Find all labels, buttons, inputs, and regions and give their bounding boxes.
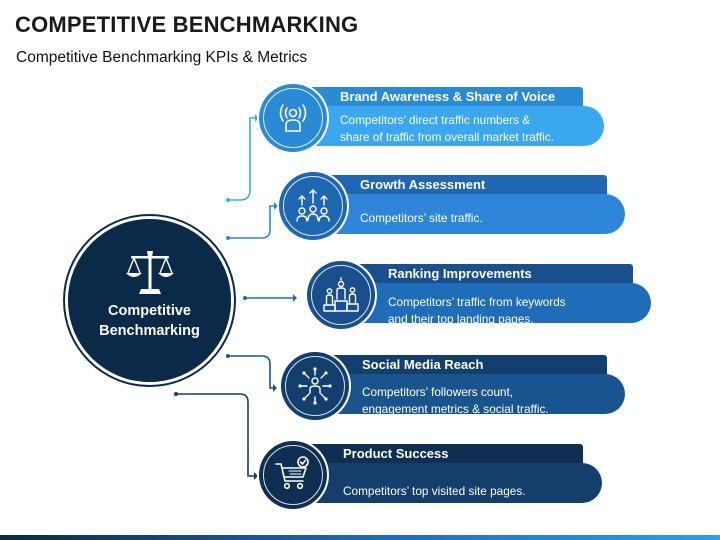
podium-icon: [323, 277, 359, 312]
item-desc-line1: Competitors’ site traffic.: [360, 211, 483, 225]
item-title: Growth Assessment: [360, 177, 486, 192]
item-title: Ranking Improvements: [388, 266, 532, 281]
item-icon-badge: [307, 261, 375, 329]
item-desc-bar: [311, 374, 625, 414]
hub-label-line2: Benchmarking: [99, 323, 200, 339]
item-title: Product Success: [343, 446, 449, 461]
item-title: Social Media Reach: [362, 357, 484, 372]
shopping-cart-check-icon: [275, 456, 309, 490]
item-header-bar: [311, 355, 607, 377]
page-subtitle: Competitive Benchmarking KPIs & Metrics: [16, 49, 308, 66]
scales-icon: [126, 251, 174, 294]
item-icon-badge: [259, 84, 327, 152]
kpi-item-product-success: Product Success Competitors’ top visited…: [259, 441, 604, 511]
item-header-bar: [289, 87, 583, 109]
item-desc-bar: [309, 194, 625, 234]
connector-5: [176, 393, 254, 477]
item-desc-line1: Competitors’ traffic from keywords: [388, 295, 566, 309]
item-desc-line1: Competitors’ top visited site pages.: [343, 484, 526, 498]
kpi-item-brand-awareness: Brand Awareness & Share of Voice Competi…: [259, 84, 604, 154]
item-desc-line2: share of traffic from overall market tra…: [340, 130, 554, 144]
kpi-item-growth-assessment: Growth Assessment Competitors’ site traf…: [279, 172, 629, 242]
item-desc-bar: [289, 106, 604, 146]
item-desc-line1: Competitors’ direct traffic numbers &: [340, 113, 531, 127]
item-icon-badge: [279, 172, 347, 240]
network-person-icon: [298, 367, 332, 405]
item-desc-line2: engagement metrics & social traffic.: [362, 402, 549, 416]
item-icon-badge: [259, 441, 327, 509]
item-desc-line1: Competitors’ followers count,: [362, 385, 514, 399]
item-desc-bar: [337, 283, 651, 323]
group-growth-icon: [296, 189, 330, 222]
item-desc-line2: and their top landing pages.: [388, 312, 534, 326]
item-header-bar: [289, 444, 583, 466]
connector-1: [228, 117, 255, 201]
item-icon-badge: [281, 352, 349, 420]
kpi-item-ranking-improvements: Ranking Improvements Competitors’ traffi…: [307, 261, 653, 331]
page-title: COMPETITIVE BENCHMARKING: [15, 12, 359, 37]
item-header-bar: [337, 264, 633, 286]
hub-label-line1: Competitive: [108, 303, 191, 319]
item-header-bar: [309, 175, 607, 197]
kpi-item-social-media-reach: Social Media Reach Competitors’ follower…: [281, 352, 627, 422]
bottom-accent-bar: [0, 535, 720, 540]
broadcast-person-icon: [279, 104, 307, 132]
connector-4: [228, 355, 273, 389]
hub-circle: Competitive Benchmarking: [68, 219, 231, 382]
item-title: Brand Awareness & Share of Voice: [340, 89, 556, 104]
item-desc-bar: [289, 463, 602, 503]
connector-2: [228, 205, 274, 239]
